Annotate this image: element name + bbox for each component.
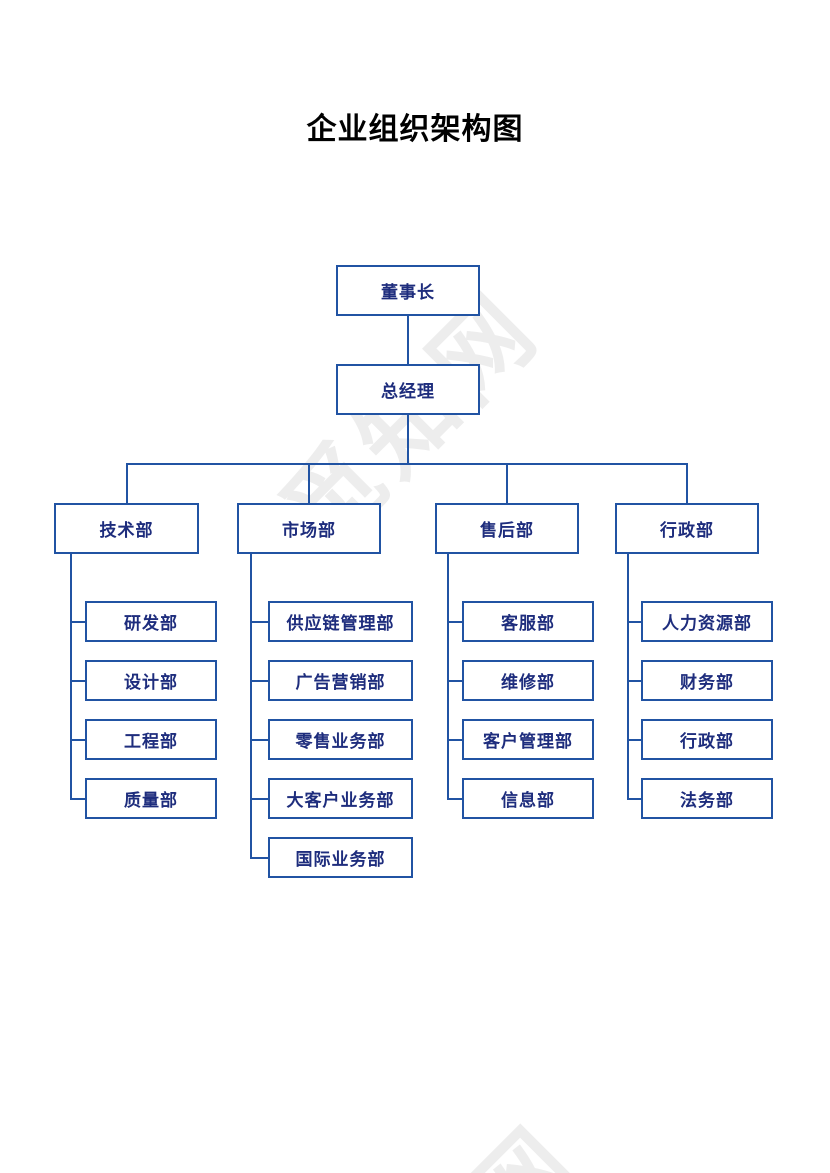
- connector-line: [250, 856, 268, 859]
- connector-line: [250, 738, 268, 741]
- connector-line: [70, 738, 85, 741]
- org-node-department: 供应链管理部: [268, 601, 413, 642]
- connector-line: [627, 620, 641, 623]
- org-node-department: 客户管理部: [462, 719, 594, 760]
- org-node-general-manager: 总经理: [336, 364, 480, 415]
- connector-line: [250, 620, 268, 623]
- connector-line: [506, 463, 508, 503]
- connector-line: [125, 463, 688, 465]
- org-node-department: 维修部: [462, 660, 594, 701]
- connector-line: [407, 316, 409, 364]
- org-node-department: 大客户业务部: [268, 778, 413, 819]
- connector-line: [250, 554, 252, 859]
- org-node-chairman: 董事长: [336, 265, 480, 316]
- org-node-department: 国际业务部: [268, 837, 413, 878]
- connector-line: [125, 463, 128, 503]
- connector-line: [627, 797, 641, 800]
- org-node-branch: 行政部: [615, 503, 759, 554]
- org-node-branch: 售后部: [435, 503, 579, 554]
- connector-line: [447, 554, 449, 800]
- connector-line: [70, 554, 72, 800]
- org-node-department: 人力资源部: [641, 601, 773, 642]
- page-title: 企业组织架构图: [306, 113, 524, 146]
- connector-line: [627, 738, 641, 741]
- connector-line: [308, 463, 310, 503]
- connector-line: [70, 620, 85, 623]
- org-node-department: 工程部: [85, 719, 217, 760]
- org-node-department: 研发部: [85, 601, 217, 642]
- org-node-department: 设计部: [85, 660, 217, 701]
- org-node-department: 信息部: [462, 778, 594, 819]
- connector-line: [407, 415, 409, 463]
- connector-line: [447, 797, 462, 800]
- org-node-department: 广告营销部: [268, 660, 413, 701]
- connector-line: [686, 463, 688, 503]
- connector-line: [250, 679, 268, 682]
- org-node-department: 法务部: [641, 778, 773, 819]
- org-node-department: 质量部: [85, 778, 217, 819]
- org-node-branch: 技术部: [54, 503, 199, 554]
- connector-line: [627, 554, 629, 800]
- connector-line: [447, 738, 462, 741]
- connector-line: [447, 679, 462, 682]
- connector-line: [627, 679, 641, 682]
- org-node-department: 行政部: [641, 719, 773, 760]
- org-node-department: 客服部: [462, 601, 594, 642]
- connector-line: [70, 679, 85, 682]
- connector-line: [70, 797, 85, 800]
- connector-line: [447, 620, 462, 623]
- org-node-department: 零售业务部: [268, 719, 413, 760]
- org-node-branch: 市场部: [237, 503, 381, 554]
- org-node-department: 财务部: [641, 660, 773, 701]
- connector-line: [250, 797, 268, 800]
